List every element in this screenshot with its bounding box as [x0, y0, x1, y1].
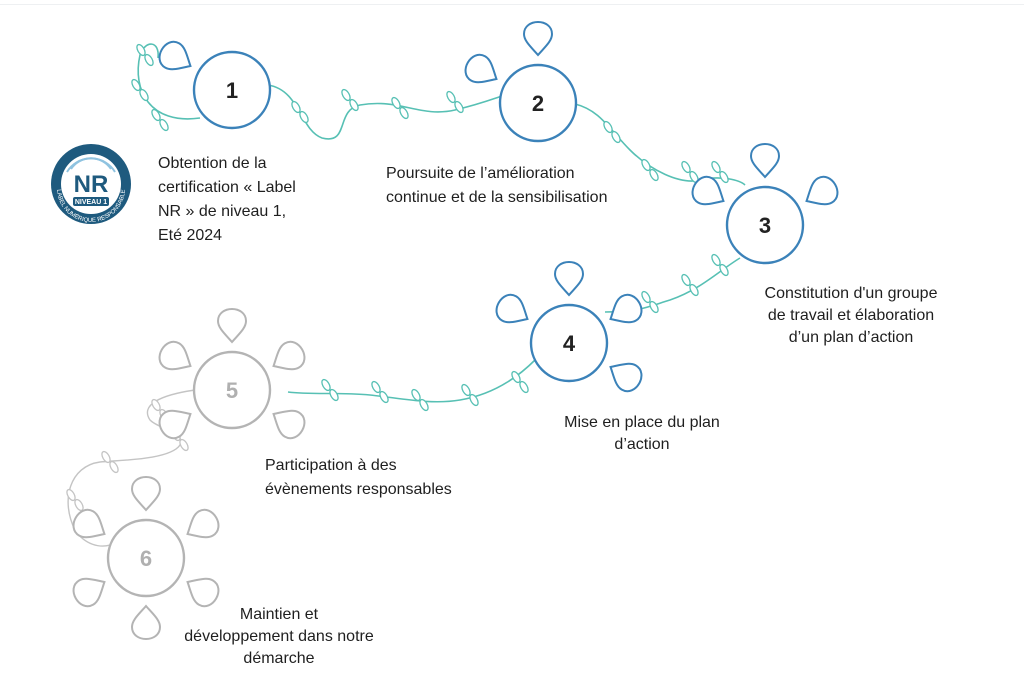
vine-leaf-icon	[341, 88, 359, 112]
petal-icon	[72, 577, 106, 608]
petal-icon	[495, 293, 529, 324]
step-4-node: 4	[495, 260, 643, 393]
logo-level-text: NIVEAU 1	[75, 199, 107, 206]
nodes: 1 2 3 4 5 6	[72, 20, 839, 641]
vine-leaf-icon	[391, 96, 409, 120]
vine-leaf-icon	[411, 388, 429, 412]
step-5-node: 5	[158, 307, 306, 440]
step-2-circle	[498, 63, 578, 143]
step-1-node: 1	[158, 40, 272, 130]
vine-leaf-icon	[711, 160, 729, 184]
step-1-line: Obtention de la	[158, 155, 267, 172]
step-6-label: Maintien et développement dans notre dém…	[150, 604, 408, 670]
logo-main-text: NR	[74, 171, 109, 198]
vine-leaf-icon	[151, 108, 169, 132]
step-4-number: 4	[563, 331, 576, 356]
petal-icon	[609, 293, 643, 324]
step-6-line: Maintien et	[239, 606, 319, 623]
petal-icon	[72, 508, 106, 539]
label-nr-logo: NR NIVEAU 1 LABEL NUMÉRIQUE RESPONSABLE	[49, 142, 133, 226]
step-4-circle	[529, 303, 609, 383]
petal-icon	[186, 577, 220, 608]
step-3-line: de travail et élaboration	[767, 307, 935, 324]
petal-icon	[130, 604, 162, 641]
step-4-label: Mise en place du plan d’action	[532, 412, 752, 456]
label-nr-badge-icon: NR NIVEAU 1 LABEL NUMÉRIQUE RESPONSABLE	[51, 144, 131, 224]
vine-leaf-icon	[681, 273, 699, 297]
step-2-line: continue et de la sensibilisation	[386, 189, 608, 206]
top-divider	[0, 0, 1024, 5]
step-2-number: 2	[532, 91, 544, 116]
vine-leaf-icon	[321, 378, 339, 402]
petal-icon	[522, 20, 554, 57]
petal-icon	[158, 40, 192, 71]
vine-1-start	[137, 43, 201, 120]
petal-icon	[609, 362, 643, 393]
step-6-node: 6	[72, 475, 220, 641]
step-5-line: évènements responsables	[265, 481, 452, 498]
step-4-line: d’action	[614, 436, 670, 453]
step-5-line: Participation à des	[265, 457, 397, 474]
petal-icon	[216, 307, 248, 344]
petal-icon	[186, 508, 220, 539]
step-6-line: développement dans notre	[184, 628, 374, 645]
step-5-number: 5	[226, 378, 238, 403]
step-1-label: Obtention de la certification « Label NR…	[158, 152, 296, 248]
step-5-circle	[192, 350, 272, 430]
petal-icon	[553, 260, 585, 297]
vine-leaf-icon	[711, 253, 729, 277]
step-6-number: 6	[140, 546, 152, 571]
step-5-label: Participation à des évènements responsab…	[265, 454, 452, 502]
petal-icon	[805, 175, 839, 206]
vine-leaf-icon	[511, 370, 529, 394]
petal-icon	[130, 475, 162, 512]
step-2-node: 2	[464, 20, 578, 143]
petal-icon	[749, 142, 781, 179]
step-4-line: Mise en place du plan	[564, 414, 720, 431]
step-2-line: Poursuite de l’amélioration	[386, 165, 575, 182]
petal-icon	[691, 175, 725, 206]
vine-4-5	[287, 359, 536, 403]
step-3-label: Constitution d'un groupe de travail et é…	[718, 283, 984, 349]
petal-icon	[158, 409, 192, 440]
vine-leaf-icon	[641, 158, 659, 182]
vine-leaf-icon	[291, 100, 309, 124]
step-3-line: d’un plan d’action	[788, 329, 914, 346]
step-2-label: Poursuite de l’amélioration continue et …	[386, 162, 607, 210]
petal-icon	[158, 340, 192, 371]
step-1-circle	[192, 50, 272, 130]
step-3-number: 3	[759, 213, 771, 238]
vine-leaf-icon	[136, 43, 154, 67]
vine-leaf-icon	[641, 290, 659, 314]
step-1-line: certification « Label	[158, 179, 296, 196]
step-3-circle	[725, 185, 805, 265]
vine-leaf-icon	[461, 383, 479, 407]
step-3-line: Constitution d'un groupe	[764, 285, 938, 302]
step-6-line: démarche	[243, 650, 315, 667]
step-1-number: 1	[226, 78, 238, 103]
step-6-circle	[106, 518, 186, 598]
step-1-line: Eté 2024	[158, 227, 223, 244]
vine-leaf-icon	[371, 380, 389, 404]
step-3-node: 3	[691, 142, 839, 265]
vine-leaf-icon	[101, 450, 119, 474]
step-1-line: NR » de niveau 1,	[158, 203, 287, 220]
petal-icon	[464, 53, 498, 84]
petal-icon	[272, 340, 306, 371]
vine-leaf-icon	[603, 120, 621, 144]
vine-leaf-icon	[446, 90, 464, 114]
petal-icon	[272, 409, 306, 440]
vine-leaf-icon	[131, 78, 149, 102]
